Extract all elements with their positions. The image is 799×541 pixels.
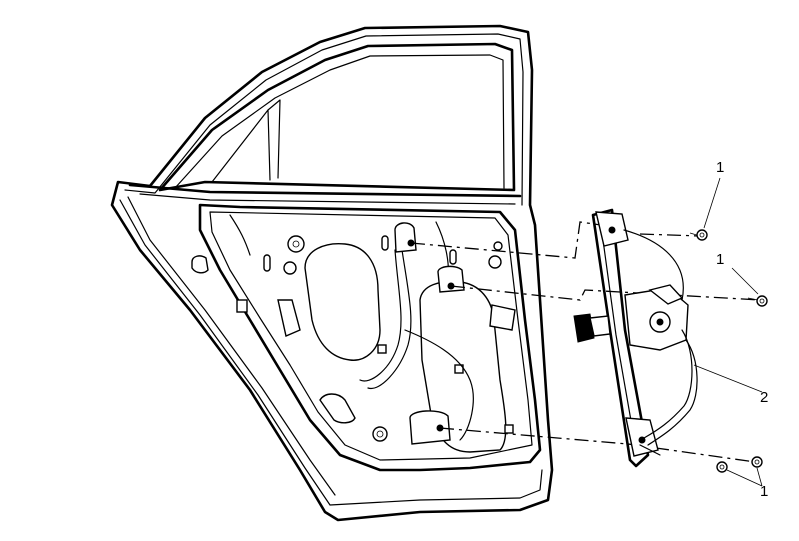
callout-regulator: 2 (760, 389, 768, 406)
fastener-bottom-right (751, 456, 763, 468)
inner-panel (191, 203, 542, 472)
callout-fastener-bottom: 1 (760, 483, 768, 500)
callout-fastener-top: 1 (716, 159, 724, 176)
window-regulator (573, 208, 698, 468)
callout-fastener-mid: 1 (716, 251, 724, 268)
fastener-bottom-left (716, 461, 728, 473)
leader-lines (693, 177, 763, 487)
fastener-mid (747, 295, 768, 307)
fastener-top (689, 229, 708, 241)
door-shell (110, 24, 554, 522)
